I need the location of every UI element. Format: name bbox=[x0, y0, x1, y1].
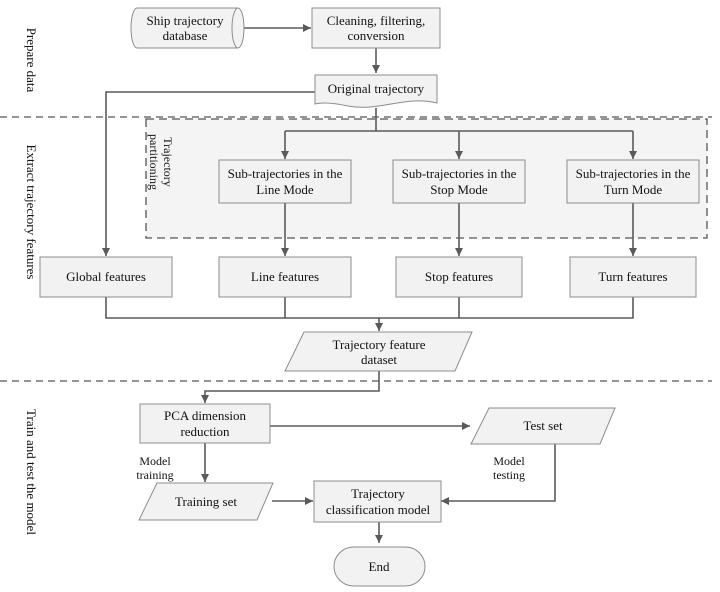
node-pca-dimension-reduction: PCA dimension reduction bbox=[139, 403, 271, 444]
region-label: Trajectory partitioning bbox=[147, 134, 175, 190]
node-turn-features: Turn features bbox=[569, 256, 697, 298]
model-line2: classification model bbox=[326, 502, 431, 517]
node-line-features: Line features bbox=[218, 256, 352, 298]
db-line1: Ship trajectory bbox=[147, 13, 224, 28]
global-line1: Global features bbox=[66, 269, 146, 284]
training-line1: Training set bbox=[175, 494, 237, 509]
turnf-line1: Turn features bbox=[598, 269, 667, 284]
edge-label-model-training-line2: training bbox=[136, 468, 173, 482]
subline-line1: Sub-trajectories in the bbox=[228, 166, 343, 181]
test-line1: Test set bbox=[523, 418, 563, 433]
linef-line1: Line features bbox=[251, 269, 319, 284]
model-line1: Trajectory bbox=[351, 486, 405, 501]
edge-test-model bbox=[441, 444, 556, 505]
stopf-line1: Stop features bbox=[425, 269, 493, 284]
dataset-line2: dataset bbox=[361, 352, 397, 367]
edge-features-merge bbox=[105, 297, 634, 319]
node-training-set: Training set bbox=[138, 482, 274, 521]
edge-dataset-pca bbox=[201, 371, 380, 403]
node-global-features: Global features bbox=[39, 256, 173, 298]
orig-line1: Original trajectory bbox=[328, 81, 425, 96]
dataset-line1: Trajectory feature bbox=[332, 337, 425, 352]
node-sub-trajectories-turn: Sub-trajectories in the Turn Mode bbox=[566, 159, 700, 204]
node-sub-trajectories-line: Sub-trajectories in the Line Mode bbox=[218, 159, 352, 204]
section-label-extract: Extract trajectory features bbox=[24, 145, 39, 280]
substop-line1: Sub-trajectories in the bbox=[402, 166, 517, 181]
node-stop-features: Stop features bbox=[395, 256, 523, 298]
subturn-line2: Turn Mode bbox=[604, 182, 663, 197]
node-end: End bbox=[333, 546, 426, 587]
region-label-line1: Trajectory bbox=[161, 137, 175, 187]
edge-label-model-testing-line2: testing bbox=[493, 468, 525, 482]
pca-line1: PCA dimension bbox=[164, 408, 246, 423]
pca-line2: reduction bbox=[180, 424, 230, 439]
region-label-line2: partitioning bbox=[147, 134, 161, 190]
end-line1: End bbox=[369, 559, 390, 574]
substop-line2: Stop Mode bbox=[430, 182, 488, 197]
node-test-set: Test set bbox=[470, 407, 616, 445]
clean-line2: conversion bbox=[347, 28, 405, 43]
node-ship-trajectory-database: Ship trajectory database bbox=[130, 7, 245, 49]
node-cleaning-filtering-conversion: Cleaning, filtering, conversion bbox=[311, 7, 441, 49]
node-original-trajectory: Original trajectory bbox=[314, 74, 438, 108]
edge-label-model-testing-line1: Model bbox=[493, 454, 525, 468]
clean-line1: Cleaning, filtering, bbox=[327, 13, 426, 28]
node-sub-trajectories-stop: Sub-trajectories in the Stop Mode bbox=[392, 159, 526, 204]
node-trajectory-feature-dataset: Trajectory feature dataset bbox=[284, 331, 473, 372]
db-line2: database bbox=[163, 28, 208, 43]
section-label-prepare: Prepare data bbox=[24, 28, 39, 93]
subturn-line1: Sub-trajectories in the bbox=[576, 166, 691, 181]
edge-label-model-training-line1: Model bbox=[139, 454, 171, 468]
section-label-train: Train and test the model bbox=[24, 409, 39, 535]
node-trajectory-classification-model: Trajectory classification model bbox=[313, 480, 442, 523]
edge-orig-global bbox=[102, 91, 315, 256]
subline-line2: Line Mode bbox=[256, 182, 314, 197]
